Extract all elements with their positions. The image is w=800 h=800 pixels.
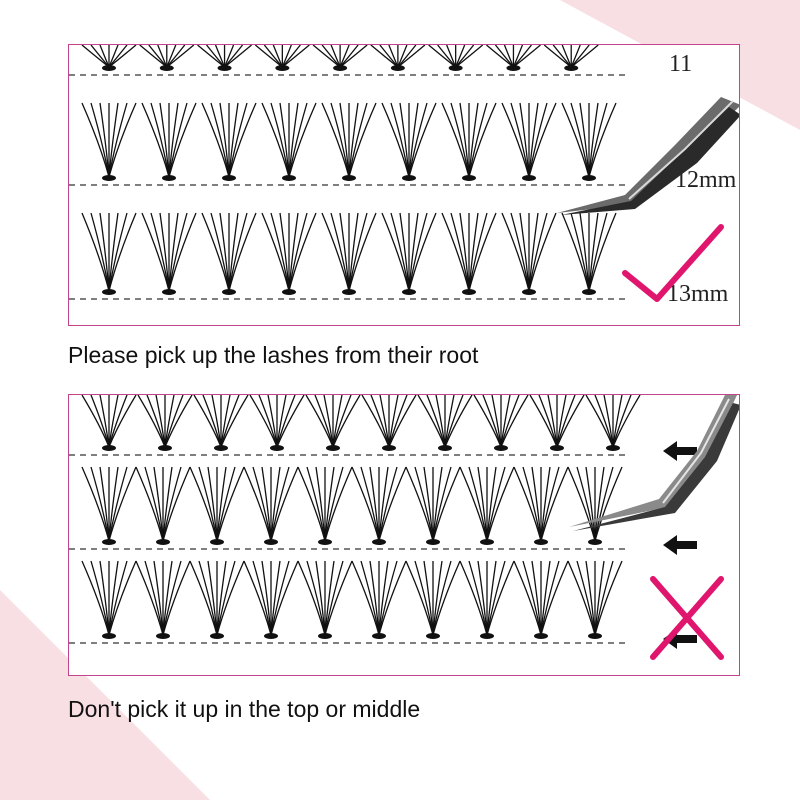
lash-cluster	[139, 45, 195, 71]
lash-cluster	[201, 212, 257, 295]
lash-strip-photo: 11 12mm 13mm	[69, 45, 739, 307]
tweezers-icon	[569, 395, 739, 531]
lash-cluster	[193, 395, 249, 451]
tweezers-icon	[557, 97, 739, 215]
lash-cluster	[261, 212, 317, 295]
lash-cluster	[561, 212, 617, 295]
lash-cluster	[312, 45, 368, 71]
wrong-method-caption: Don't pick it up in the top or middle	[68, 696, 421, 722]
lash-cluster	[141, 212, 197, 295]
lash-cluster	[441, 212, 497, 295]
lash-cluster	[361, 395, 417, 451]
lash-cluster	[297, 560, 353, 639]
lash-cluster	[428, 45, 484, 71]
lash-cluster	[381, 102, 437, 181]
cross-mark-icon	[650, 576, 724, 660]
lash-cluster	[137, 395, 193, 451]
lash-cluster	[513, 560, 569, 639]
wrong-method-panel	[68, 394, 740, 676]
lash-cluster	[405, 466, 461, 545]
lash-cluster	[529, 395, 585, 451]
lash-cluster	[351, 466, 407, 545]
arrow-left-icon	[663, 535, 697, 555]
lash-cluster	[297, 466, 353, 545]
lash-cluster	[486, 45, 541, 71]
lash-cluster	[321, 102, 377, 181]
lash-cluster	[189, 560, 245, 639]
lash-cluster	[81, 395, 137, 451]
lash-cluster	[405, 560, 461, 639]
lash-cluster	[513, 466, 569, 545]
lash-cluster	[459, 466, 515, 545]
lash-cluster	[261, 102, 317, 181]
lash-cluster	[243, 466, 299, 545]
lash-cluster	[201, 102, 257, 181]
correct-method-caption: Please pick up the lashes from their roo…	[68, 342, 479, 368]
lash-cluster	[567, 466, 623, 545]
arrow-left-icon	[663, 441, 697, 461]
lash-strip-photo	[69, 395, 739, 660]
lash-cluster	[249, 395, 305, 451]
lash-cluster	[305, 395, 361, 451]
lash-cluster	[441, 102, 497, 181]
lash-cluster	[81, 45, 137, 71]
lash-cluster	[81, 466, 137, 545]
check-mark-icon	[622, 224, 724, 302]
lash-cluster	[321, 212, 377, 295]
lash-cluster	[561, 102, 617, 181]
lash-cluster	[197, 45, 252, 71]
lash-cluster	[189, 466, 245, 545]
lash-cluster	[135, 466, 191, 545]
lash-cluster	[501, 102, 557, 181]
lash-cluster	[81, 212, 137, 295]
row-label-13mm: 13mm	[667, 281, 729, 307]
lash-cluster	[254, 45, 310, 71]
correct-method-panel: 11 12mm 13mm	[68, 44, 740, 326]
lash-cluster	[473, 395, 529, 451]
lash-cluster	[243, 560, 299, 639]
lash-cluster	[381, 212, 437, 295]
lash-cluster	[501, 212, 557, 295]
lash-cluster	[81, 102, 137, 181]
lash-cluster	[459, 560, 515, 639]
lash-cluster	[135, 560, 191, 639]
lash-cluster	[417, 395, 473, 451]
lash-cluster	[351, 560, 407, 639]
lash-cluster	[567, 560, 623, 639]
lash-cluster	[141, 102, 197, 181]
lash-cluster	[543, 45, 599, 71]
lash-cluster	[585, 395, 641, 451]
lash-cluster	[81, 560, 137, 639]
row-label-11: 11	[669, 51, 692, 77]
lash-cluster	[370, 45, 426, 71]
